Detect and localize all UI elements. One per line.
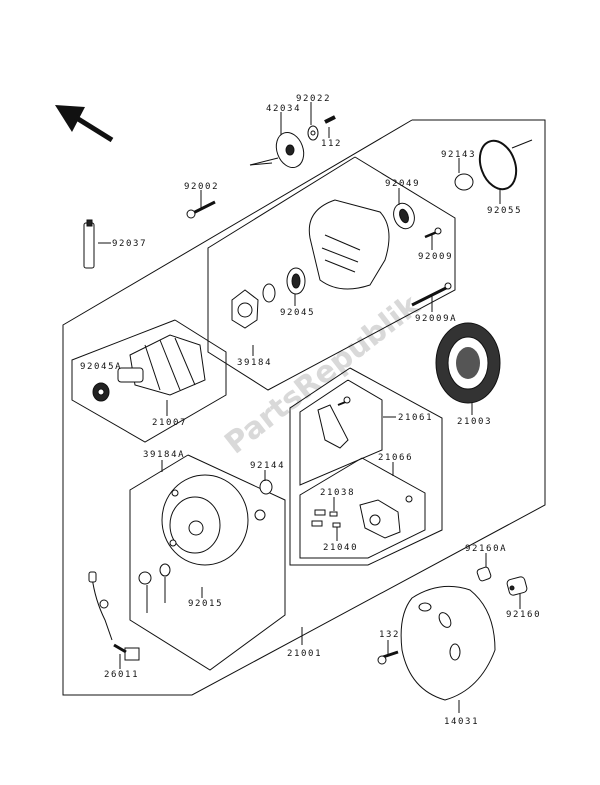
rear-housing-39184a (161, 474, 266, 566)
nut-92015 (138, 563, 171, 613)
bolt-92002 (186, 200, 216, 219)
part-labels: 42034 92022 112 92002 92143 92055 92049 … (80, 94, 541, 727)
harness-26011 (88, 571, 140, 661)
pulley-42034 (249, 132, 305, 168)
label-39184a[interactable]: 39184A (143, 450, 185, 460)
label-92009[interactable]: 92009 (418, 252, 453, 262)
screw-92009 (424, 227, 442, 239)
label-21007[interactable]: 21007 (152, 418, 187, 428)
rectifier-21061 (317, 396, 351, 449)
label-42034[interactable]: 42034 (266, 104, 301, 114)
front-housing (308, 199, 390, 290)
boundary-21061 (299, 379, 383, 486)
washer-92022 (307, 125, 319, 141)
bolt-132 (377, 650, 399, 665)
boundary-21066 (299, 457, 426, 559)
bearing-92045a (92, 382, 110, 402)
boundary-39184a (129, 454, 286, 671)
front-arrow-icon (55, 105, 114, 143)
label-92015[interactable]: 92015 (188, 599, 223, 609)
label-14031[interactable]: 14031 (444, 717, 479, 727)
damper-92160a (476, 566, 492, 582)
boundary-rectifier (289, 367, 443, 566)
label-92009a[interactable]: 92009A (415, 314, 457, 324)
label-92022[interactable]: 92022 (296, 94, 331, 104)
label-39184[interactable]: 39184 (237, 358, 272, 368)
label-92055[interactable]: 92055 (487, 206, 522, 216)
o-ring-92055 (478, 139, 533, 191)
stator-21003 (435, 322, 501, 404)
boundary-39184 (207, 156, 456, 391)
label-21003[interactable]: 21003 (457, 417, 492, 427)
cover-14031 (400, 585, 496, 701)
label-92037[interactable]: 92037 (112, 239, 147, 249)
label-21066[interactable]: 21066 (378, 453, 413, 463)
label-92160a[interactable]: 92160A (465, 544, 507, 554)
oil-seal-92049 (393, 202, 415, 230)
collar-92144 (259, 479, 273, 495)
leader-lines (98, 102, 521, 713)
damper-92160 (506, 576, 528, 596)
pin-92037 (83, 219, 95, 269)
label-92144[interactable]: 92144 (250, 461, 285, 471)
label-92143[interactable]: 92143 (441, 150, 476, 160)
label-21061[interactable]: 21061 (398, 413, 433, 423)
label-112[interactable]: 112 (321, 139, 342, 149)
label-132[interactable]: 132 (379, 630, 400, 640)
seal (262, 283, 276, 303)
brush-holder-21066 (311, 495, 413, 539)
label-21040[interactable]: 21040 (323, 543, 358, 553)
label-92002[interactable]: 92002 (184, 182, 219, 192)
rotor-21007 (117, 334, 206, 396)
screw-92009a (411, 282, 452, 307)
label-26011[interactable]: 26011 (104, 670, 139, 680)
bearing-92045 (286, 267, 306, 295)
label-21001[interactable]: 21001 (287, 649, 322, 659)
gasket-plate (231, 289, 259, 329)
label-21038[interactable]: 21038 (320, 488, 355, 498)
label-92045a[interactable]: 92045A (80, 362, 122, 372)
boundary-rotor (71, 319, 227, 443)
bolt-112 (324, 115, 336, 124)
label-92160[interactable]: 92160 (506, 610, 541, 620)
boundary-21001 (62, 119, 546, 696)
label-92049[interactable]: 92049 (385, 179, 420, 189)
collar-92143 (454, 173, 474, 191)
label-92045[interactable]: 92045 (280, 308, 315, 318)
